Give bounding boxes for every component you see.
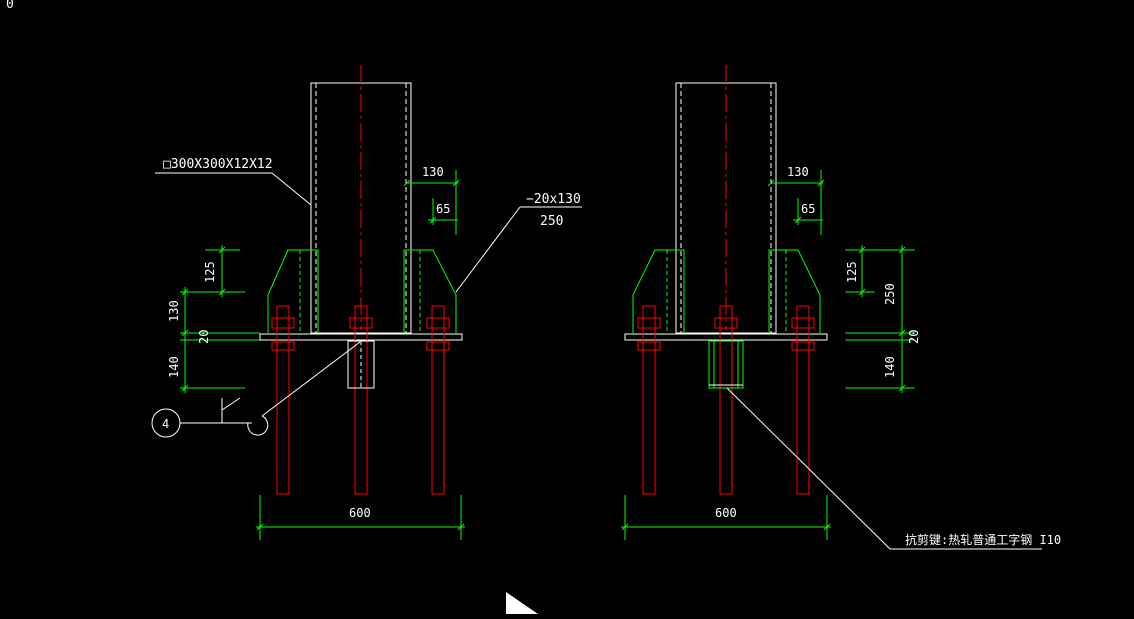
- plate-label-top: −20x130: [526, 192, 581, 207]
- section-label-leader: [271, 172, 312, 206]
- ucs-icon: [506, 592, 538, 614]
- left-view: □300X300X12X12 −20x130 250 130 65: [151, 65, 582, 540]
- right-column-outline: [675, 82, 777, 334]
- right-dim-bottom: [621, 495, 831, 540]
- right-anchor-bolt-1: [637, 305, 661, 495]
- left-column-outline: [310, 82, 412, 334]
- left-dim-top: [403, 170, 460, 235]
- shear-key-label: 抗剪键:热轧普通工字钢 I10: [905, 532, 1061, 547]
- left-dim-130-top: 130: [422, 165, 444, 179]
- right-dim-top: [767, 170, 825, 235]
- left-stiffener-left: [267, 249, 319, 333]
- detail-callout-number: 4: [162, 417, 169, 431]
- right-stiffener-left: [632, 249, 685, 333]
- left-dim-130: 130: [167, 300, 181, 322]
- right-view: 130 65 125 250 20 140 600: [621, 65, 1061, 550]
- left-stiffener-right: [403, 249, 457, 333]
- left-dim-bottom: [256, 495, 465, 540]
- right-dim-600: 600: [715, 506, 737, 520]
- right-dim-vertical: [845, 245, 915, 393]
- right-dim-130-top: 130: [787, 165, 809, 179]
- plate-label-leader: [455, 206, 521, 293]
- plate-label-bottom: 250: [540, 214, 563, 229]
- right-anchor-bolt-3: [791, 305, 815, 495]
- right-stiffener-right: [768, 249, 821, 333]
- section-label: □300X300X12X12: [163, 157, 273, 172]
- left-dim-125: 125: [203, 261, 217, 283]
- right-shear-key-ibeam: [708, 340, 744, 389]
- right-dim-65-top: 65: [801, 202, 815, 216]
- corner-mark: 0: [6, 0, 14, 12]
- right-dim-250: 250: [883, 283, 897, 305]
- left-anchor-bolt-2: [349, 305, 373, 495]
- shear-key-leader: [726, 387, 891, 550]
- weld-symbol: [180, 341, 361, 436]
- left-dim-600: 600: [349, 506, 371, 520]
- left-base-plate: [259, 333, 463, 341]
- left-dim-65-top: 65: [436, 202, 450, 216]
- left-dim-140: 140: [167, 356, 181, 378]
- right-dim-140: 140: [883, 356, 897, 378]
- right-base-plate: [624, 333, 828, 341]
- left-anchor-bolt-3: [426, 305, 450, 495]
- left-dim-20: 20: [197, 330, 211, 344]
- right-dim-20: 20: [907, 330, 921, 344]
- left-dim-vertical: [180, 245, 260, 393]
- right-dim-125: 125: [845, 261, 859, 283]
- left-anchor-bolt-1: [271, 305, 295, 495]
- right-anchor-bolt-2: [714, 305, 738, 495]
